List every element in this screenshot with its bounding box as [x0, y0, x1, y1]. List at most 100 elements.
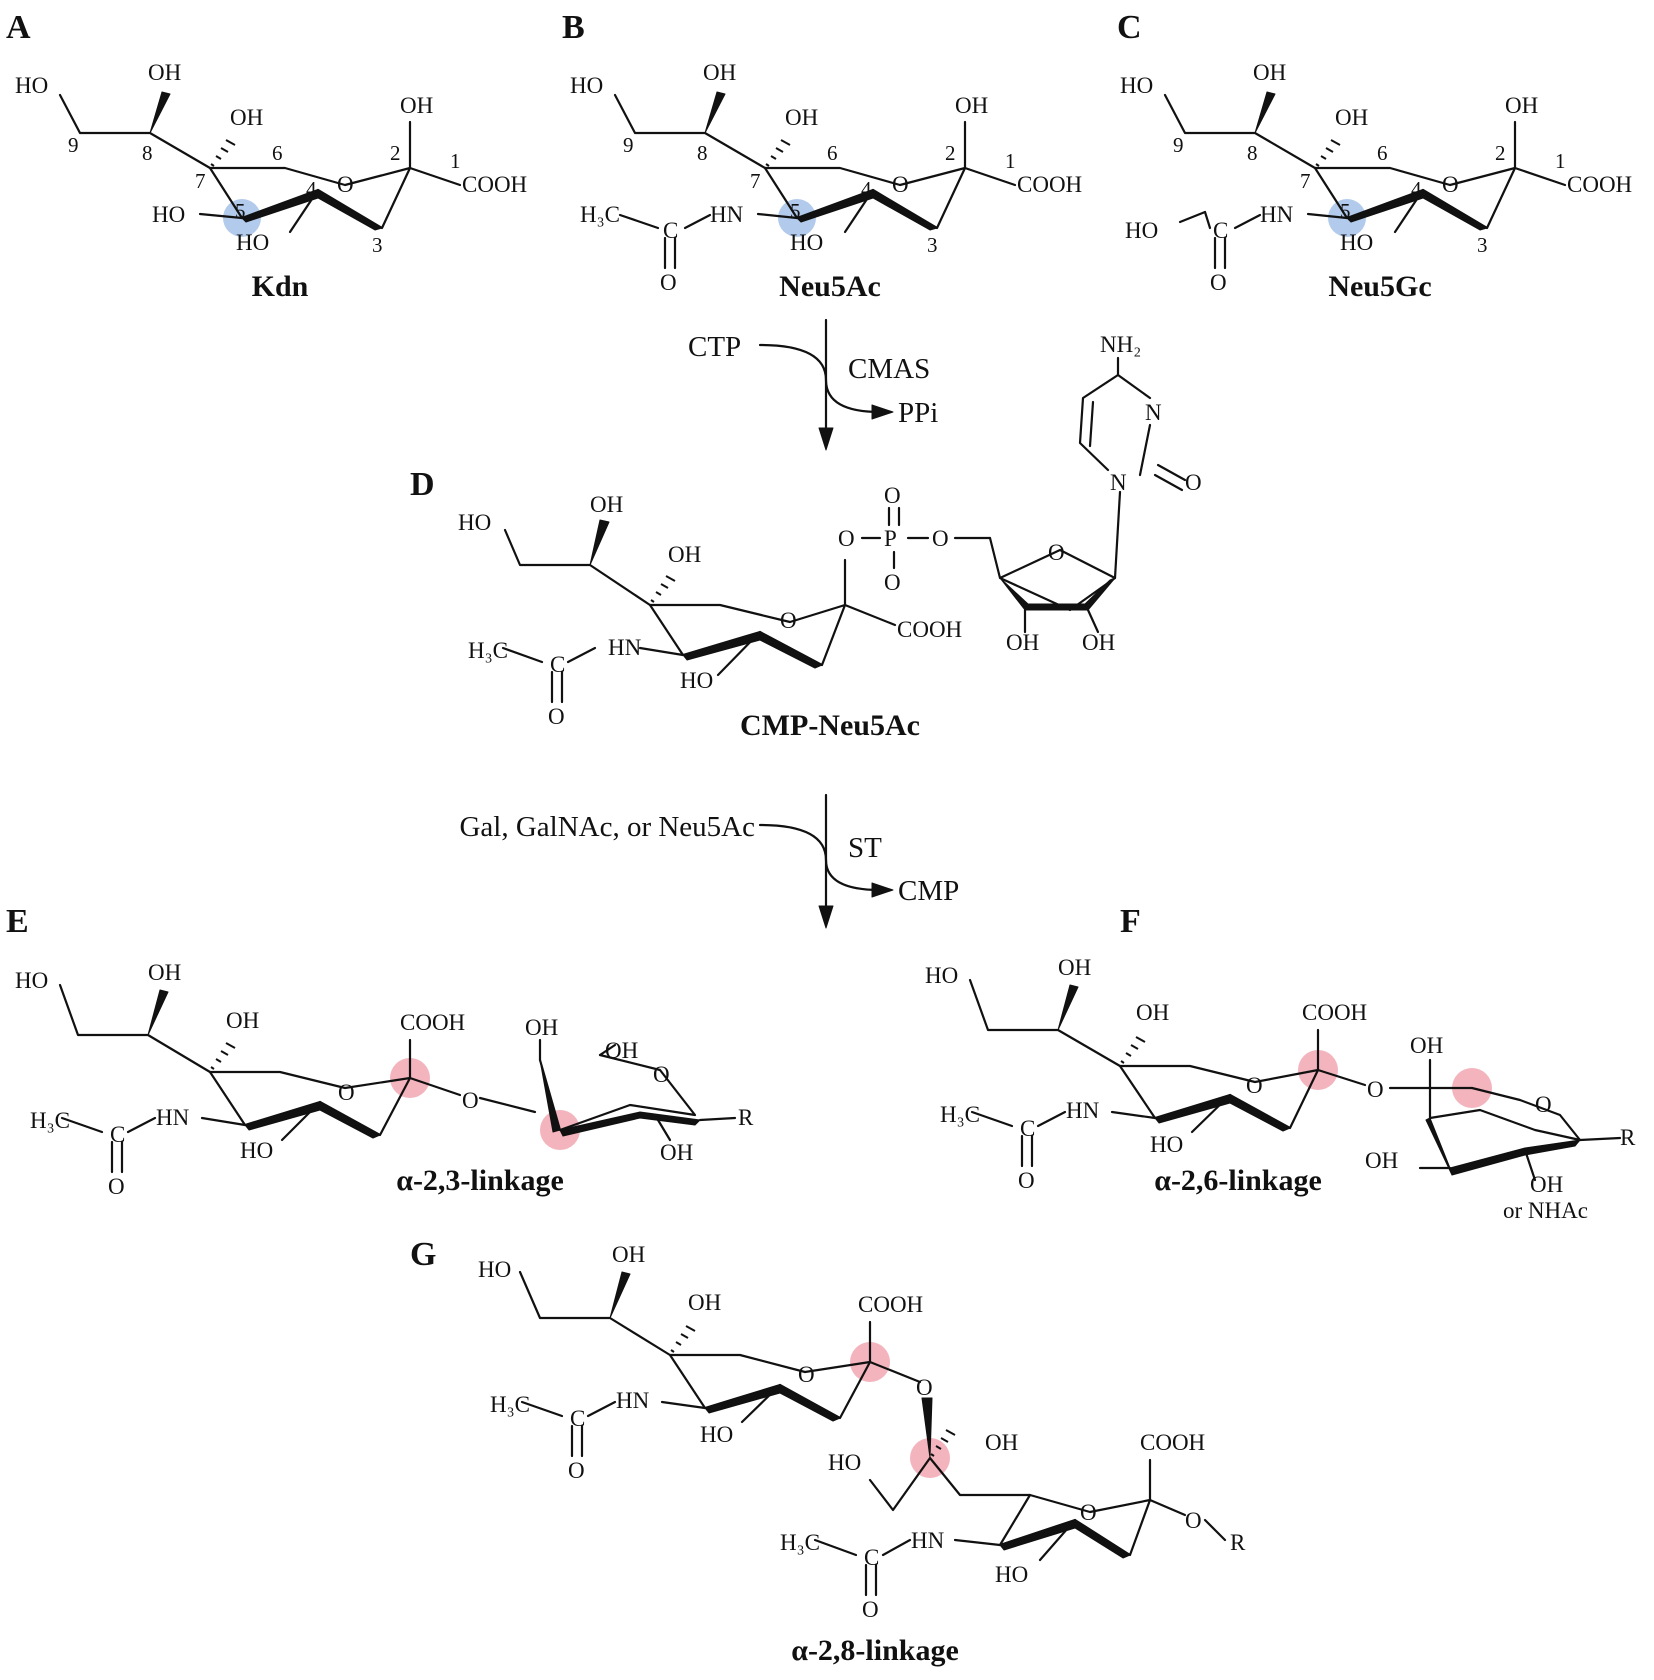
ring-number-7: 8	[142, 141, 153, 165]
panel-letter-f: F	[1120, 903, 1141, 940]
atom-label-hn: HN	[1066, 1098, 1100, 1123]
atom-label-r: R	[1620, 1125, 1636, 1150]
atom-label-oh: OH	[1530, 1172, 1563, 1197]
atom-label-or_nhac: or NHAc	[1503, 1198, 1588, 1223]
ring-number-3: 4	[1411, 177, 1422, 201]
atom-label-c: C	[550, 652, 565, 677]
atom-label-h3c: H₃C	[30, 1108, 70, 1133]
atom-label-o: O	[1185, 1508, 1202, 1533]
atom-label-c: C	[864, 1545, 879, 1570]
atom-label-ho: HO	[458, 510, 491, 535]
atom-label-oh: OH	[590, 492, 623, 517]
reaction-1-substrate: CTP	[688, 331, 741, 363]
atom-label-oh: OH	[400, 93, 433, 118]
atom-label-cooh: COOH	[1302, 1000, 1367, 1025]
atom-label-o: O	[462, 1088, 479, 1113]
atom-label-oh: OH	[1335, 105, 1368, 130]
reaction-1-enzyme: CMAS	[848, 353, 930, 385]
ring-number-8: 9	[623, 133, 634, 157]
panel-b-neu5ac: B HO OH OH OH O COOH HN C H₃C O HO 9 8 7…	[562, 9, 1082, 303]
ring-number-4: 5	[1340, 199, 1351, 223]
atom-label-ho: HO	[1150, 1132, 1183, 1157]
atom-label-cooh: COOH	[897, 617, 962, 642]
ring-number-7: 8	[1247, 141, 1258, 165]
atom-label-ho: HO	[1340, 230, 1373, 255]
atom-label-hn: HN	[1260, 202, 1294, 227]
atom-label-cooh: COOH	[400, 1010, 465, 1035]
atom-label-h3c: H₃C	[468, 638, 508, 663]
reaction-1-byproduct: PPi	[898, 397, 938, 429]
panel-d-cmp-neu5ac: D HO OH OH O COOH HN C	[410, 332, 1202, 742]
ring-number-0: 1	[1555, 149, 1566, 173]
panel-e-alpha-2-3-linkage: E HO OH OH COOH O O HN C H₃C O HO OH	[6, 903, 754, 1199]
ring-number-8: 9	[1173, 133, 1184, 157]
ring-number-6: 7	[750, 169, 761, 193]
compound-name-cmp-neu5ac: CMP-Neu5Ac	[740, 709, 920, 742]
ring-number-7: 8	[697, 141, 708, 165]
atom-label-hn: HN	[156, 1105, 190, 1130]
atom-label-hn: HN	[911, 1528, 945, 1553]
atom-label-o: O	[568, 1458, 585, 1483]
atom-label-oh: OH	[1410, 1033, 1443, 1058]
atom-label-o: O	[892, 172, 909, 197]
ring-number-0: 1	[1005, 149, 1016, 173]
atom-label-ho: HO	[995, 1562, 1028, 1587]
ring-number-8: 9	[68, 133, 79, 157]
atom-label-o: O	[548, 704, 565, 729]
atom-label-ho: HO	[1120, 73, 1153, 98]
atom-label-oh: OH	[148, 960, 181, 985]
atom-label-c: C	[110, 1122, 125, 1147]
atom-label-h3c: H₃C	[940, 1102, 980, 1127]
atom-label-oh: OH	[612, 1242, 645, 1267]
atom-label-o: O	[1048, 540, 1065, 565]
ring-number-5: 6	[827, 141, 838, 165]
atom-label-o: O	[932, 526, 949, 551]
atom-label-cooh: COOH	[1567, 172, 1632, 197]
atom-label-ho: HO	[828, 1450, 861, 1475]
reaction-2-byproduct: CMP	[898, 875, 959, 907]
ring-number-2: 3	[372, 233, 383, 257]
panel-c-neu5gc: C HO OH OH OH O COOH HN C HO O HO 9 8 7 …	[1117, 9, 1632, 303]
atom-label-o: O	[337, 172, 354, 197]
ring-number-4: 5	[235, 199, 246, 223]
atom-label-c: C	[570, 1406, 585, 1431]
atom-label-nh2: NH₂	[1100, 332, 1141, 357]
atom-label-oh: OH	[1365, 1148, 1398, 1173]
atom-label-o: O	[1246, 1073, 1263, 1098]
atom-label-o: O	[1210, 270, 1227, 295]
atom-label-oh: OH	[1253, 60, 1286, 85]
atom-label-ho: HO	[925, 963, 958, 988]
atom-label-o: O	[884, 570, 901, 595]
atom-label-oh: OH	[703, 60, 736, 85]
ring-number-3: 4	[861, 177, 872, 201]
reaction-2-enzyme: ST	[848, 832, 882, 864]
atom-label-o: O	[1080, 1500, 1097, 1525]
atom-label-n: N	[1110, 470, 1127, 495]
ring-number-4: 5	[790, 199, 801, 223]
panel-g-alpha-2-8-linkage: G HO OH OH COOH	[410, 1236, 1246, 1667]
atom-label-hn: HN	[710, 202, 744, 227]
atom-label-ho: HO	[570, 73, 603, 98]
atom-label-ho: HO	[15, 968, 48, 993]
panel-letter-c: C	[1117, 9, 1142, 46]
atom-label-oh: OH	[1006, 630, 1039, 655]
atom-label-oh: OH	[1136, 1000, 1169, 1025]
atom-label-cooh: COOH	[858, 1292, 923, 1317]
atom-label-ho: HO	[152, 202, 185, 227]
ring-number-2: 3	[1477, 233, 1488, 257]
linkage-name-alpha-2-8: α-2,8-linkage	[791, 1634, 959, 1667]
atom-label-oh: OH	[1058, 955, 1091, 980]
ring-number-6: 7	[1300, 169, 1311, 193]
atom-label-oh: OH	[525, 1015, 558, 1040]
atom-label-ho: HO	[15, 73, 48, 98]
atom-label-c: C	[663, 218, 678, 243]
atom-label-cooh: COOH	[1140, 1430, 1205, 1455]
reaction-1-cmas: CTP CMAS PPi	[688, 318, 938, 451]
atom-label-oh: OH	[1505, 93, 1538, 118]
ring-number-1: 2	[945, 141, 956, 165]
atom-label-cooh: COOH	[1017, 172, 1082, 197]
atom-label-hn: HN	[616, 1388, 650, 1413]
atom-label-oh: OH	[955, 93, 988, 118]
atom-label-oh: OH	[785, 105, 818, 130]
